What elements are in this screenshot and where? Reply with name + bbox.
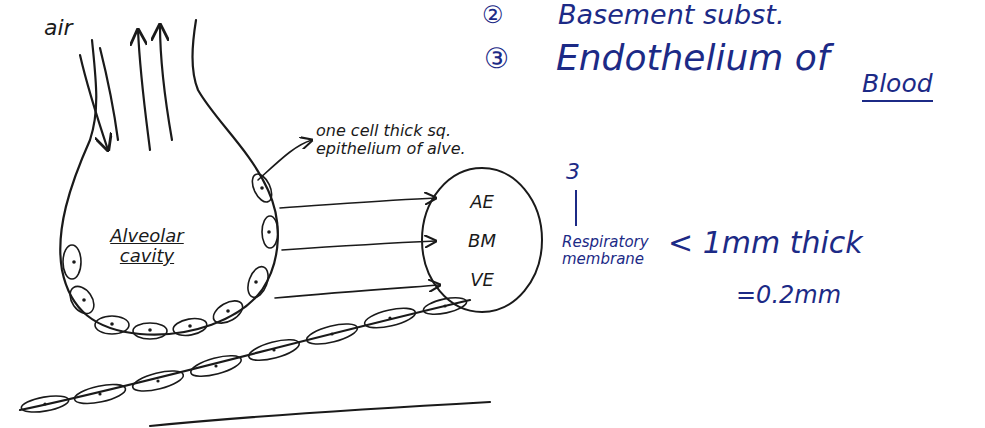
dimension-label: < 1mm thick [668, 226, 863, 259]
membrane-oval: AE BM VE [420, 166, 544, 314]
note-text: Endothelium of [556, 38, 830, 78]
region-label: Alveolar cavity [102, 226, 192, 266]
layer-label: AE [470, 191, 494, 212]
note-text: Basement subst. [558, 0, 785, 30]
layer-label: BM [468, 230, 496, 251]
layer-label: VE [470, 269, 494, 290]
note-text: Respiratory membrane [562, 234, 642, 267]
callout-number: 3 [566, 160, 580, 184]
callout-number: ③ [484, 44, 509, 75]
note-text: Blood [862, 70, 933, 102]
callout-text: one cell thick sq. epithelium of alve. [316, 122, 491, 157]
dimension-label: =0.2mm [736, 282, 841, 308]
callout-number: ② [482, 2, 504, 28]
flow-label: air [44, 16, 73, 40]
